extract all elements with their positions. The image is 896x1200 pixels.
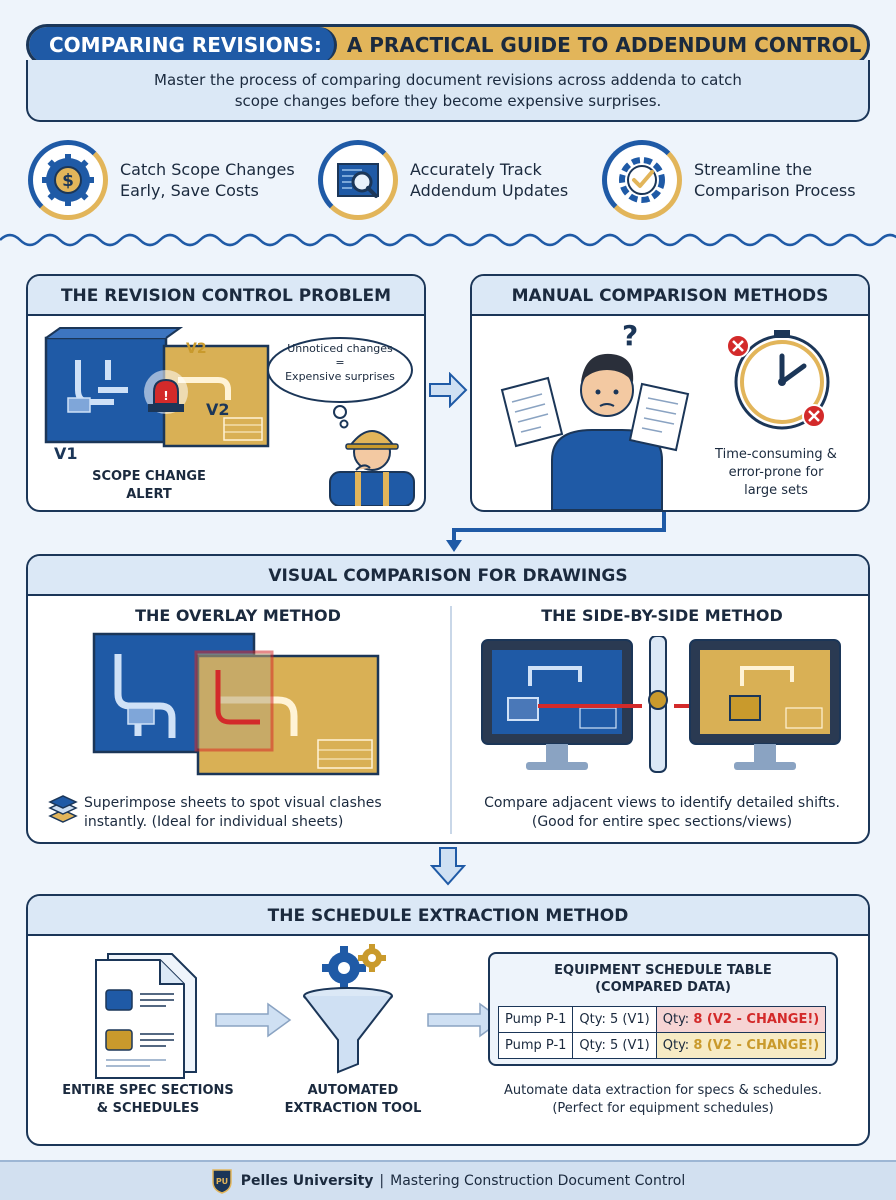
- benefit-line1: Accurately Track: [410, 160, 542, 179]
- svg-text:!: !: [163, 389, 168, 403]
- pelles-university-logo: PU: [212, 1169, 232, 1194]
- spec-sections-caption: ENTIRE SPEC SECTIONS & SCHEDULES: [62, 1083, 234, 1116]
- item-cell: Pump P-1: [497, 1006, 574, 1033]
- footer-tagline: Mastering Construction Document Control: [390, 1173, 686, 1189]
- dollar-gear-icon: $: [28, 140, 108, 220]
- clock-icon: [734, 330, 830, 430]
- extraction-tool-caption: AUTOMATED EXTRACTION TOOL: [284, 1083, 422, 1116]
- overlay-caption: Superimpose sheets to spot visual clashe…: [84, 795, 382, 830]
- title-part2: A PRACTICAL GUIDE TO ADDENDUM CONTROL: [346, 33, 862, 57]
- connector-arrow-icon: [446, 512, 666, 552]
- benefit-streamline: Streamline the Comparison Process: [602, 138, 856, 222]
- v2-change-cell: Qty: 8 (V2 - CHANGE!): [655, 1006, 827, 1033]
- confused-person-figure: [551, 353, 663, 510]
- panel-title: THE REVISION CONTROL PROBLEM: [28, 276, 424, 316]
- logo-letters: PU: [216, 1177, 228, 1186]
- divider: [450, 606, 452, 834]
- error-x-icon: [726, 334, 750, 358]
- side-by-side-caption: Compare adjacent views to identify detai…: [484, 795, 840, 830]
- panel-title: VISUAL COMPARISON FOR DRAWINGS: [28, 556, 868, 596]
- footer-separator: |: [379, 1173, 385, 1189]
- wave-divider: [0, 233, 896, 247]
- intro-line2: scope changes before they become expensi…: [234, 92, 662, 110]
- visual-comparison-panel: VISUAL COMPARISON FOR DRAWINGS THE OVERL…: [26, 554, 870, 844]
- overlay-method-title: THE OVERLAY METHOD: [135, 606, 341, 625]
- document-left-icon: [500, 376, 564, 448]
- benefit-line1: Streamline the: [694, 160, 813, 179]
- down-arrow-icon: [430, 847, 466, 886]
- document-right-icon: [628, 382, 690, 452]
- alarm-light-icon: !: [144, 370, 188, 414]
- benefit-line2: Comparison Process: [694, 181, 856, 200]
- slider-divider: [648, 636, 668, 773]
- checkmark-gear-icon: [602, 140, 682, 220]
- monitor-right: [689, 639, 841, 770]
- question-mark: ?: [622, 319, 639, 352]
- side-by-side-illustration: [481, 636, 841, 773]
- overlay-illustration: [92, 632, 380, 776]
- bubble-text: Unnoticed changes = Expensive surprises: [285, 342, 395, 383]
- v2-tab-label: V2: [186, 341, 207, 357]
- manual-comparison-panel: MANUAL COMPARISON METHODS: [470, 274, 870, 512]
- spec-document-icon: [95, 953, 197, 1079]
- panel-title: MANUAL COMPARISON METHODS: [472, 276, 868, 316]
- worker-figure: [329, 430, 415, 506]
- benefit-track-addendum: Accurately Track Addendum Updates: [318, 138, 568, 222]
- table-title: EQUIPMENT SCHEDULE TABLE (COMPARED DATA): [554, 963, 772, 995]
- manual-caption: Time-consuming & error-prone for large s…: [715, 447, 837, 498]
- table-row: Pump P-1 Qty: 5 (V1) Qty: 8 (V2 - CHANGE…: [497, 1006, 827, 1033]
- footer-brand: Pelles University: [240, 1173, 374, 1189]
- benefit-line2: Addendum Updates: [410, 181, 569, 200]
- magnifier-blueprint-icon: [318, 140, 398, 220]
- thought-bubble: [267, 337, 413, 429]
- extraction-caption: Automate data extraction for specs & sch…: [503, 1083, 823, 1116]
- equipment-schedule-table: EQUIPMENT SCHEDULE TABLE (COMPARED DATA)…: [488, 952, 838, 1066]
- benefit-line1: Catch Scope Changes: [120, 160, 295, 179]
- title-part1: COMPARING REVISIONS:: [29, 27, 337, 63]
- title-bar: COMPARING REVISIONS: A PRACTICAL GUIDE T…: [26, 24, 870, 66]
- v1-cell: Qty: 5 (V1): [572, 1032, 657, 1059]
- benefit-catch-scope: $ Catch Scope Changes Early, Save Costs: [28, 138, 295, 222]
- v2-label: V2: [206, 400, 230, 419]
- schedule-table: Pump P-1 Qty: 5 (V1) Qty: 8 (V2 - CHANGE…: [497, 1006, 827, 1059]
- revision-control-problem-panel: THE REVISION CONTROL PROBLEM !: [26, 274, 426, 512]
- intro-line1: Master the process of comparing document…: [154, 71, 742, 89]
- benefit-line2: Early, Save Costs: [120, 181, 259, 200]
- error-x-icon: [802, 404, 826, 428]
- v2-change-cell: Qty: 8 (V2 - CHANGE!): [655, 1032, 827, 1059]
- v1-cell: Qty: 5 (V1): [572, 1006, 657, 1033]
- item-cell: Pump P-1: [497, 1032, 574, 1059]
- scope-change-alert-label: SCOPE CHANGE ALERT: [92, 469, 206, 502]
- layers-icon: [48, 795, 78, 823]
- footer: PU Pelles University | Mastering Constru…: [0, 1160, 896, 1200]
- svg-text:$: $: [62, 171, 74, 191]
- v1-label: V1: [54, 444, 78, 463]
- funnel-gear-icon: [303, 944, 393, 1074]
- side-by-side-method-title: THE SIDE-BY-SIDE METHOD: [541, 606, 783, 625]
- right-arrow-icon: [215, 1002, 292, 1038]
- right-arrow-icon: [429, 372, 468, 408]
- monitor-left: [481, 639, 633, 770]
- panel-title: THE SCHEDULE EXTRACTION METHOD: [28, 896, 868, 936]
- intro-text: Master the process of comparing document…: [26, 60, 870, 122]
- table-row: Pump P-1 Qty: 5 (V1) Qty: 8 (V2 - CHANGE…: [497, 1032, 827, 1059]
